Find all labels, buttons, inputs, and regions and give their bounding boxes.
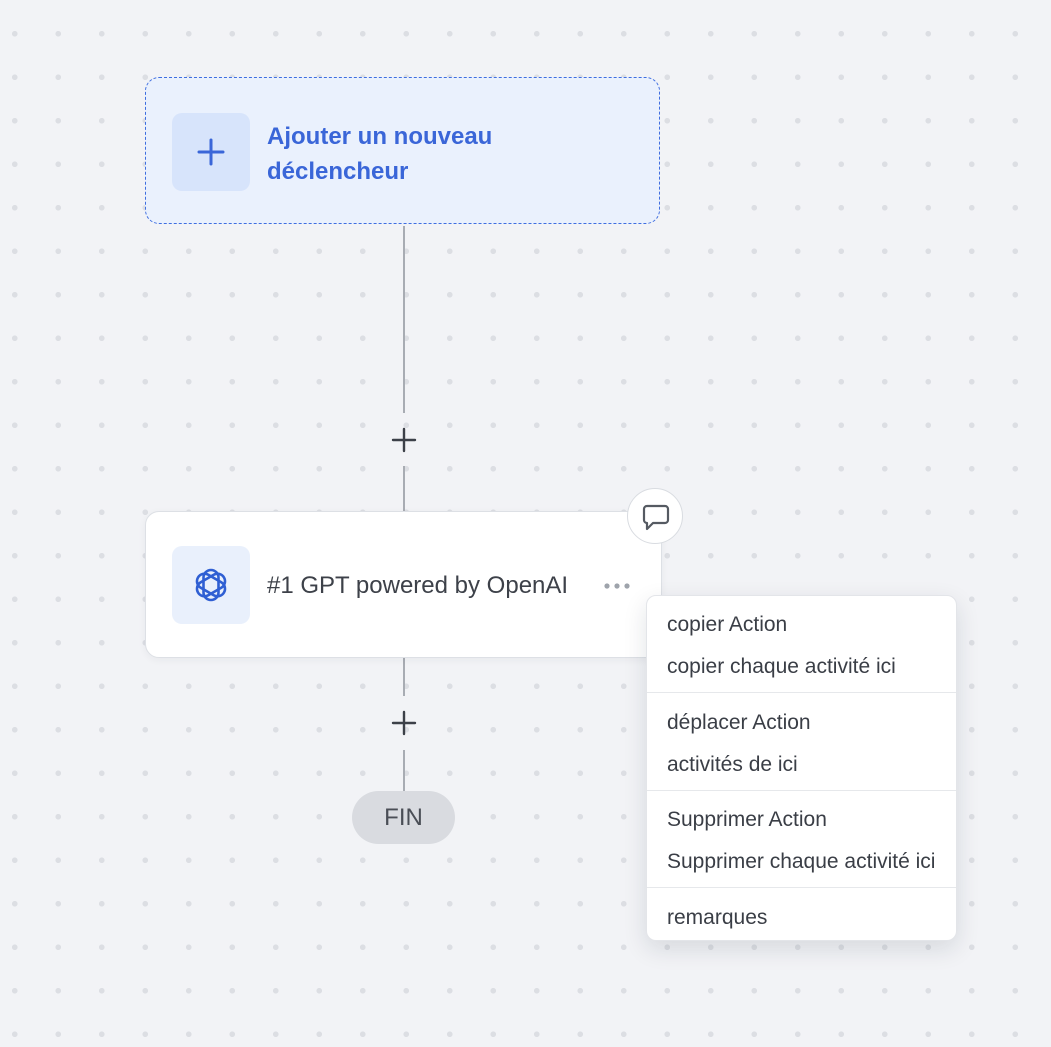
menu-item-delete-action[interactable]: Supprimer Action <box>667 808 827 831</box>
menu-item-move-action[interactable]: déplacer Action <box>667 711 811 734</box>
add-step-button[interactable] <box>390 709 418 737</box>
comment-button[interactable] <box>627 488 683 544</box>
add-trigger-card[interactable]: Ajouter un nouveau déclencheur <box>145 77 660 224</box>
connector-line <box>403 750 405 791</box>
plus-icon <box>391 710 417 736</box>
context-menu: copier Action copier chaque activité ici… <box>646 595 957 941</box>
menu-item-copy-action[interactable]: copier Action <box>667 613 788 636</box>
plus-icon <box>197 138 225 166</box>
menu-item-copy-all-activities[interactable]: copier chaque activité ici <box>667 655 896 678</box>
add-trigger-icon-box <box>172 113 250 191</box>
menu-item-delete-all-activities[interactable]: Supprimer chaque activité ici <box>667 850 936 873</box>
comment-icon <box>642 504 670 531</box>
more-horizontal-icon <box>604 583 630 589</box>
plus-icon <box>391 427 417 453</box>
menu-item-notes[interactable]: remarques <box>667 906 768 929</box>
connector-line <box>403 226 405 413</box>
action-title: #1 GPT powered by OpenAI <box>267 572 569 599</box>
app-icon-box <box>172 546 250 624</box>
add-trigger-label: Ajouter un nouveau déclencheur <box>267 123 493 185</box>
menu-divider <box>647 692 956 693</box>
menu-item-move-activities[interactable]: activités de ici <box>667 753 798 776</box>
add-step-button[interactable] <box>390 426 418 454</box>
end-node: FIN <box>352 791 455 844</box>
menu-divider <box>647 790 956 791</box>
connector-line <box>403 466 405 511</box>
more-options-button[interactable] <box>602 572 636 600</box>
action-card-gpt[interactable]: #1 GPT powered by OpenAI <box>145 511 662 658</box>
menu-divider <box>647 887 956 888</box>
connector-line <box>403 658 405 696</box>
openai-icon <box>195 568 227 602</box>
